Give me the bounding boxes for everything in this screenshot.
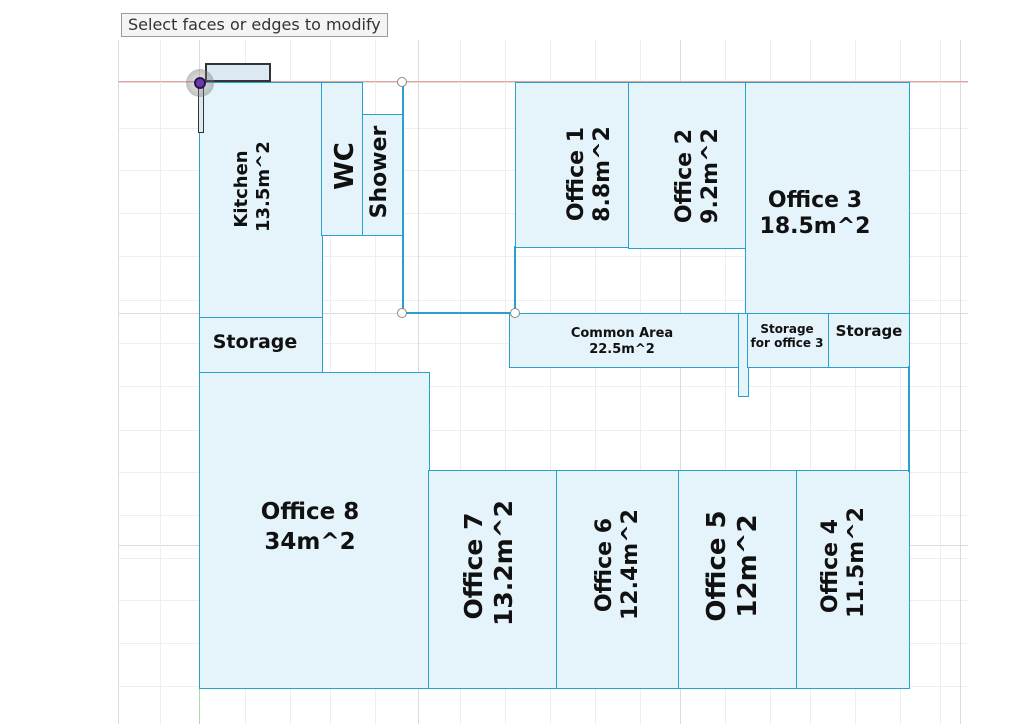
drawn-edge-vertical[interactable]	[402, 82, 404, 314]
drawn-edge-office1-left[interactable]	[514, 246, 516, 314]
room-office-8[interactable]	[199, 372, 430, 689]
office-7-label: Office 7 13.2m^2	[459, 499, 518, 626]
shower-label: Shower	[367, 125, 392, 219]
vertex-handle-icon[interactable]	[510, 308, 520, 318]
grid-line	[118, 256, 968, 257]
room-common-area[interactable]	[509, 313, 739, 368]
room-office-6[interactable]	[556, 470, 680, 689]
east-wall-edge[interactable]	[908, 366, 910, 472]
grid-line	[810, 40, 811, 724]
room-office-7[interactable]	[428, 470, 558, 689]
storage-right-label: Storage	[835, 322, 903, 340]
grid-line	[640, 40, 641, 724]
room-office-2[interactable]	[628, 82, 746, 249]
vertex-handle-icon[interactable]	[397, 77, 407, 87]
tool-hint-tooltip: Select faces or edges to modify	[121, 13, 388, 37]
grid-line-major	[118, 40, 119, 724]
grid-line	[855, 40, 856, 724]
grid-line	[940, 40, 941, 724]
grid-line	[725, 40, 726, 724]
room-storage-office-3[interactable]	[747, 313, 830, 368]
drawn-edge-horizontal[interactable]	[402, 312, 515, 314]
office-4-label: Office 4 11.5m^2	[818, 507, 870, 618]
room-office-3[interactable]	[745, 82, 910, 314]
office-5-label: Office 5 12m^2	[702, 510, 764, 622]
grid-line	[118, 430, 968, 431]
office-3-label: Office 3 18.5m^2	[759, 188, 871, 240]
room-office-1[interactable]	[515, 82, 630, 248]
grid-line	[595, 40, 596, 724]
grid-line-major	[960, 40, 961, 724]
office-1-label: Office 1 8.8m^2	[564, 126, 616, 222]
vertex-handle-icon[interactable]	[397, 308, 407, 318]
push-pull-cursor-icon	[194, 77, 206, 89]
room-office-5[interactable]	[678, 470, 798, 689]
grid-line	[550, 40, 551, 724]
grid-line	[900, 40, 901, 724]
grid-line	[160, 40, 161, 724]
office-8-label: Office 8 34m^2	[260, 499, 360, 555]
grid-line	[118, 386, 968, 387]
common-area-label: Common Area 22.5m^2	[570, 326, 674, 357]
room-storage-right[interactable]	[828, 313, 910, 368]
storage-office-3-label: Storage for office 3	[750, 322, 824, 351]
wc-label: WC	[330, 142, 360, 190]
grid-line	[118, 300, 968, 301]
room-kitchen[interactable]	[199, 82, 323, 319]
room-shower[interactable]	[362, 114, 404, 236]
grid-line-major	[680, 40, 681, 724]
kitchen-label: Kitchen 13.5m^2	[231, 141, 274, 232]
office-6-label: Office 6 12.4m^2	[592, 509, 644, 620]
grid-line	[770, 40, 771, 724]
red-axis	[118, 81, 968, 82]
office-2-label: Office 2 9.2m^2	[672, 128, 724, 224]
room-office-4[interactable]	[796, 470, 910, 689]
grid-line	[505, 40, 506, 724]
grid-line	[460, 40, 461, 724]
storage-left-label: Storage	[212, 331, 298, 353]
push-pull-face-preview	[205, 63, 271, 82]
